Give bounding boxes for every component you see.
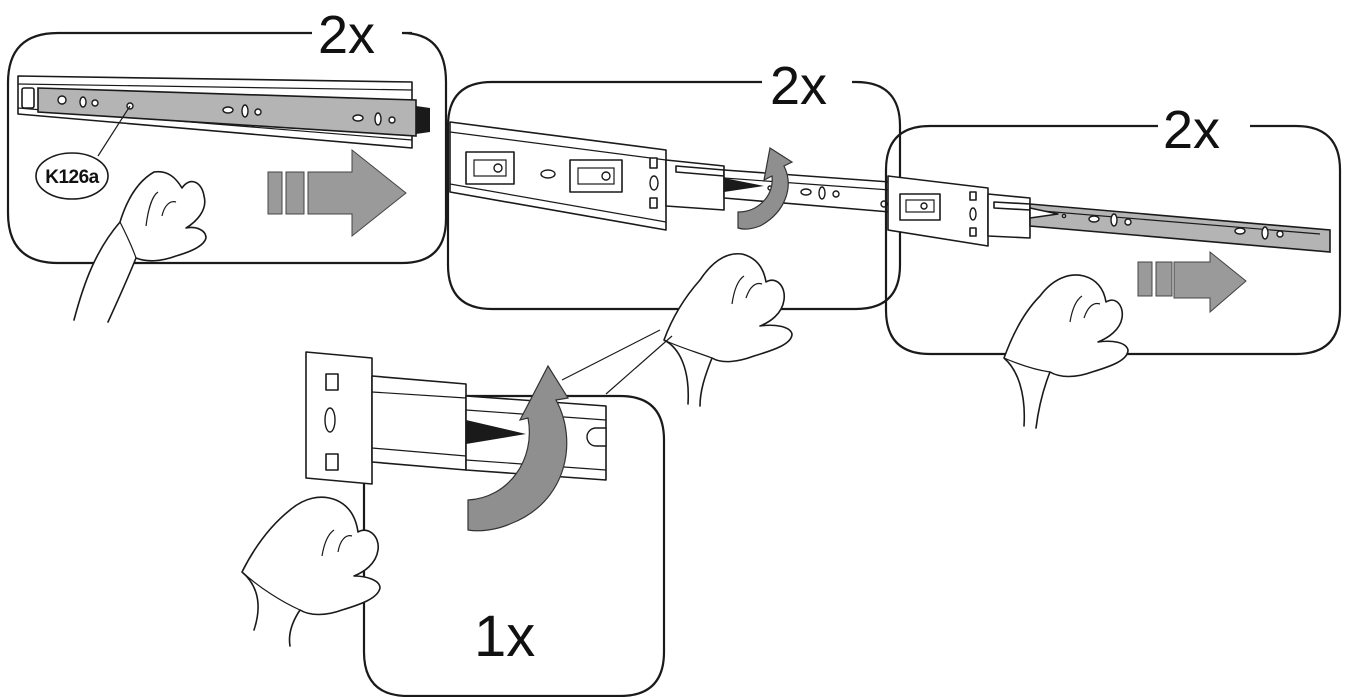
- step-3-panel: 2x: [884, 100, 1342, 429]
- push-right-arrow-icon: [1137, 250, 1247, 314]
- detail-frame: [362, 394, 666, 697]
- push-right-arrow-icon: [267, 148, 407, 238]
- step-2-quantity: 2x: [770, 56, 827, 116]
- step-2-panel: 2x: [446, 56, 902, 407]
- step-1-quantity: 2x: [318, 5, 375, 65]
- hand-icon: [73, 170, 207, 323]
- callout-line-upper: [561, 329, 661, 381]
- hand-icon: [241, 496, 381, 647]
- step-3-quantity: 2x: [1163, 100, 1220, 160]
- step-2-frame: [446, 80, 902, 311]
- detail-view: 1x: [241, 329, 673, 697]
- rotate-clockwise-arrow-icon: [467, 364, 569, 532]
- part-leader-line: [97, 105, 131, 157]
- part-label: K126a: [45, 167, 99, 188]
- detail-quantity: 1x: [474, 604, 535, 669]
- drawer-slide-rail-extended: [449, 121, 891, 231]
- callout-line-lower: [605, 335, 673, 395]
- step-1-frame: [6, 31, 448, 265]
- step-1-panel: 2x K126a: [6, 5, 448, 323]
- part-label-badge: [35, 152, 109, 200]
- drawer-slide-rail: [17, 75, 430, 149]
- hand-icon: [1003, 274, 1129, 429]
- hand-icon: [663, 253, 793, 407]
- drawer-slide-rail-fitted: [887, 175, 1331, 253]
- rotate-clockwise-arrow-icon: [737, 147, 794, 230]
